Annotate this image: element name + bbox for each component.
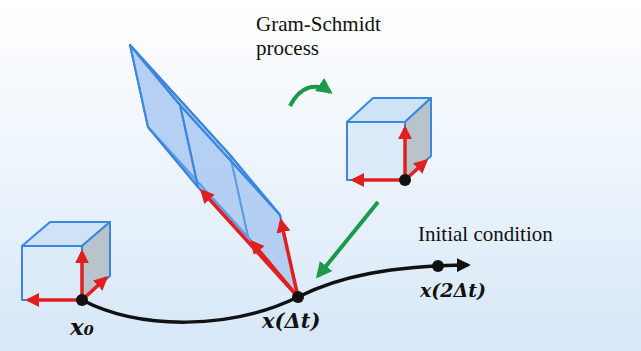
evolved-vectors bbox=[202, 191, 298, 297]
initial-cube bbox=[22, 222, 110, 300]
process-label: Gram-Schmidt process bbox=[256, 12, 406, 60]
deformed-parallelepiped bbox=[130, 45, 298, 297]
orthonormal-vectors bbox=[353, 128, 426, 180]
initial-condition-label: Initial condition bbox=[418, 222, 553, 246]
point-label: x₀ bbox=[70, 314, 94, 340]
point-label: x(2Δt) bbox=[420, 280, 486, 302]
process-arrow bbox=[290, 87, 330, 106]
reset-arrow bbox=[318, 202, 378, 276]
basis-vectors bbox=[28, 252, 106, 300]
orthonormal-cube bbox=[347, 98, 431, 180]
trajectory-points bbox=[76, 174, 444, 306]
point-label: x(Δt) bbox=[262, 309, 320, 333]
